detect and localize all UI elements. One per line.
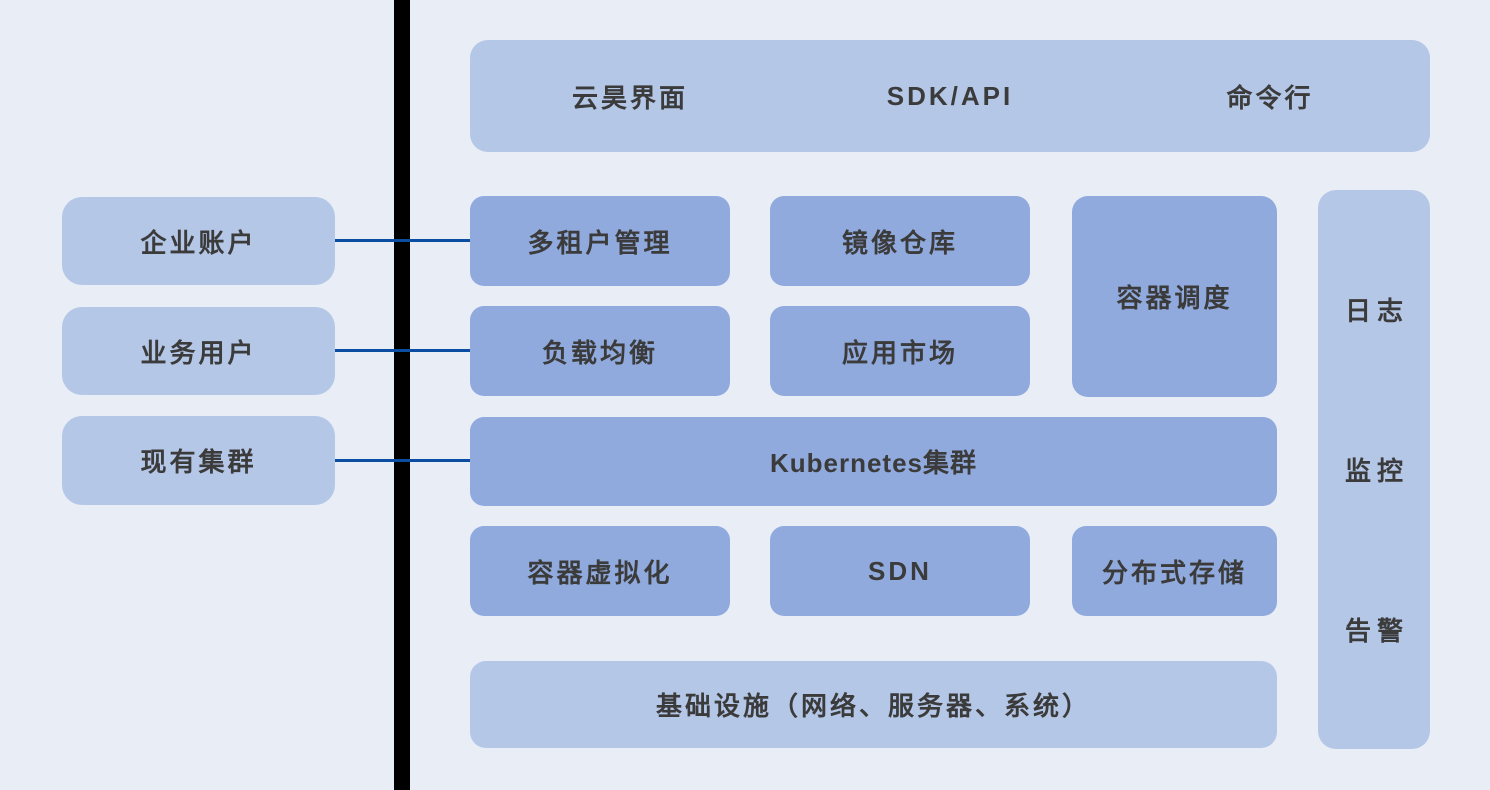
node-sdn: SDN: [770, 526, 1030, 616]
ops-column: 日志 监控 告警: [1318, 190, 1430, 749]
ops-item-alerting: 告警: [1344, 615, 1409, 646]
node-label: 现有集群: [140, 447, 257, 477]
node-label: 应用市场: [841, 337, 958, 368]
node-kubernetes-cluster: Kubernetes集群: [470, 417, 1277, 506]
node-container-scheduler: 容器调度: [1072, 196, 1277, 397]
node-existing-cluster: 现有集群: [62, 416, 335, 505]
node-load-balancer: 负载均衡: [470, 306, 730, 396]
connector-line-enterprise-account: [335, 239, 470, 242]
node-infrastructure: 基础设施（网络、服务器、系统）: [470, 661, 1277, 748]
node-container-virtualization: 容器虚拟化: [470, 526, 730, 616]
node-label: 容器调度: [1116, 283, 1233, 313]
node-label: 镜像仓库: [841, 227, 958, 258]
connector-line-business-user: [335, 349, 470, 352]
node-label: 企业账户: [140, 227, 257, 258]
node-label: 业务用户: [140, 337, 257, 368]
node-label: 基础设施（网络、服务器、系统）: [655, 691, 1091, 721]
node-image-registry: 镜像仓库: [770, 196, 1030, 286]
node-label: Kubernetes集群: [769, 448, 978, 478]
ops-item-logs: 日志: [1344, 296, 1409, 327]
vertical-divider-bar: [394, 0, 410, 790]
access-item-cli: 命令行: [1226, 82, 1314, 113]
node-business-user: 业务用户: [62, 307, 335, 395]
node-enterprise-account: 企业账户: [62, 197, 335, 285]
node-label: 容器虚拟化: [527, 557, 673, 588]
node-app-market: 应用市场: [770, 306, 1030, 396]
node-label: 分布式存储: [1101, 557, 1247, 588]
access-item-sdk-api: SDK/API: [886, 80, 1014, 111]
node-label: 多租户管理: [527, 227, 673, 258]
access-item-cloud-ui: 云昊界面: [571, 82, 688, 113]
access-layer-bar: 云昊界面 SDK/API 命令行: [470, 40, 1430, 152]
node-label: SDN: [868, 555, 932, 586]
connector-line-existing-cluster: [335, 459, 470, 462]
node-distributed-storage: 分布式存储: [1072, 526, 1277, 616]
node-label: 负载均衡: [541, 337, 658, 368]
node-multi-tenant-management: 多租户管理: [470, 196, 730, 286]
ops-item-monitoring: 监控: [1344, 455, 1409, 486]
